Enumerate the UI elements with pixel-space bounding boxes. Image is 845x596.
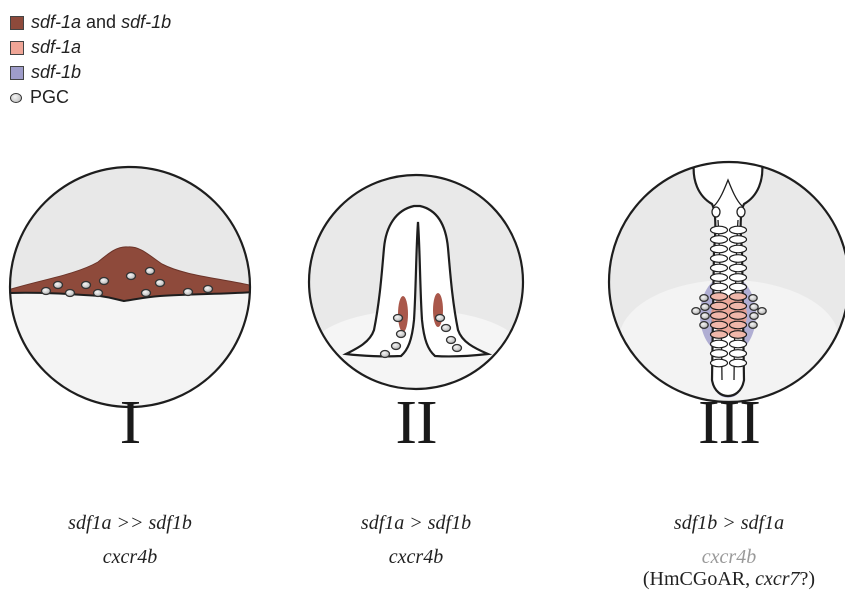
- pgc-cell: [749, 322, 757, 329]
- somite: [711, 331, 728, 339]
- pgc-cell: [142, 290, 151, 297]
- caption-part: cxcr7: [755, 568, 799, 590]
- caption-stage-1: sdf1a >> sdf1b cxcr4b: [0, 511, 260, 569]
- somite: [711, 245, 728, 253]
- sdf1a-domain-left: [398, 296, 408, 332]
- embryo-stage-3: [609, 162, 845, 402]
- somite: [711, 264, 728, 272]
- pgc-cell: [700, 295, 708, 302]
- pgc-cell: [146, 268, 155, 275]
- somite: [730, 340, 747, 348]
- caption-line: sdf1b > sdf1a: [599, 511, 845, 535]
- somite: [730, 350, 747, 358]
- somite: [711, 302, 728, 310]
- pgc-cell: [394, 315, 403, 322]
- embryo-stage-1: [8, 167, 254, 420]
- stage-numeral-1: I: [25, 388, 235, 459]
- pgc-cell: [436, 315, 445, 322]
- somite: [730, 293, 747, 301]
- pgc-cell: [749, 295, 757, 302]
- somite: [711, 321, 728, 329]
- somite: [711, 312, 728, 320]
- yolk-region: [311, 310, 521, 390]
- pgc-cell: [700, 322, 708, 329]
- caption-line: cxcr4b: [0, 545, 260, 569]
- pgc-cell: [204, 286, 213, 293]
- pgc-cell: [127, 273, 136, 280]
- somite: [730, 321, 747, 329]
- stage-numeral-3: III: [624, 388, 834, 459]
- somite: [711, 283, 728, 291]
- somite: [730, 312, 747, 320]
- somite: [730, 264, 747, 272]
- embryo-stage-2: [309, 175, 523, 390]
- caption-line-faded: cxcr4b: [599, 545, 845, 569]
- pgc-cell: [42, 288, 51, 295]
- somite: [730, 331, 747, 339]
- pgc-cell: [156, 280, 165, 287]
- somite: [711, 340, 728, 348]
- pgc-cell: [750, 304, 758, 311]
- somite: [711, 236, 728, 244]
- pgc-cell: [758, 308, 766, 315]
- pgc-cell: [447, 337, 456, 344]
- somite: [711, 226, 728, 234]
- pgc-cell: [692, 308, 700, 315]
- somite: [730, 245, 747, 253]
- pgc-cell: [94, 290, 103, 297]
- pgc-cell: [397, 331, 406, 338]
- pgc-cell: [66, 290, 75, 297]
- pgc-cell: [442, 325, 451, 332]
- caption-part: ?): [800, 568, 816, 590]
- somite: [711, 293, 728, 301]
- somite: [730, 274, 747, 282]
- stage-numeral-2: II: [311, 388, 521, 459]
- somite: [730, 226, 747, 234]
- pgc-cell: [750, 313, 758, 320]
- somite: [711, 274, 728, 282]
- pgc-cell: [392, 343, 401, 350]
- pgc-cell: [453, 345, 462, 352]
- caption-line: sdf1a > sdf1b: [286, 511, 546, 535]
- pgc-cell: [381, 351, 390, 358]
- somite: [730, 302, 747, 310]
- pgc-cell: [701, 313, 709, 320]
- somite: [711, 359, 728, 367]
- caption-line: (HmCGoAR, cxcr7?): [599, 569, 845, 589]
- pgc-cell: [100, 278, 109, 285]
- ear-right: [737, 207, 745, 217]
- somite: [730, 359, 747, 367]
- pgc-cell: [82, 282, 91, 289]
- pgc-cell: [184, 289, 193, 296]
- somite: [730, 255, 747, 263]
- somite: [730, 236, 747, 244]
- pgc-cell: [54, 282, 63, 289]
- somite: [730, 283, 747, 291]
- caption-part: (HmCGoAR,: [643, 568, 755, 590]
- somite: [711, 350, 728, 358]
- caption-stage-3: sdf1b > sdf1a cxcr4b (HmCGoAR, cxcr7?): [599, 511, 845, 589]
- caption-stage-2: sdf1a > sdf1b cxcr4b: [286, 511, 546, 569]
- caption-line: cxcr4b: [286, 545, 546, 569]
- somite: [711, 255, 728, 263]
- pgc-cell: [701, 304, 709, 311]
- ear-left: [712, 207, 720, 217]
- caption-line: sdf1a >> sdf1b: [0, 511, 260, 535]
